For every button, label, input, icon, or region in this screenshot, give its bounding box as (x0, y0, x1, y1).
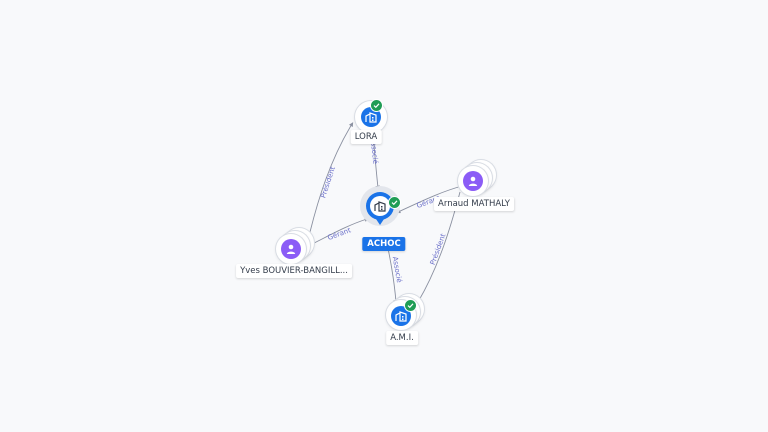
node-lora[interactable] (352, 98, 392, 138)
edge-label-yves-lora: Président (319, 165, 337, 199)
pin-tip (374, 216, 386, 225)
building-icon (391, 306, 411, 326)
node-label-ami[interactable]: A.M.I. (386, 331, 418, 345)
node-arnaud[interactable] (456, 158, 500, 198)
node-yves[interactable] (274, 226, 318, 266)
edge-label-achoc-ami: Associé (391, 256, 403, 283)
node-label-arnaud[interactable]: Arnaud MATHALY (434, 197, 514, 211)
edge-label-lora-achoc: Associé (369, 137, 380, 164)
edge-arnaud-achoc (395, 185, 463, 214)
building-icon (370, 196, 390, 216)
check-badge-icon (404, 299, 417, 312)
building-icon (361, 107, 381, 127)
check-badge-icon (370, 99, 383, 112)
node-label-yves[interactable]: Yves BOUVIER-BANGILL... (236, 264, 352, 278)
node-label-achoc[interactable]: ACHOC (362, 237, 406, 251)
node-label-lora[interactable]: LORA (350, 130, 382, 144)
node-ami[interactable] (384, 292, 430, 334)
check-badge-icon (388, 196, 401, 209)
person-icon (281, 239, 301, 259)
node-achoc[interactable] (360, 186, 406, 238)
edge-yves-lora (309, 122, 354, 233)
person-icon (463, 171, 483, 191)
edge-label-yves-achoc: Gérant (327, 226, 353, 242)
